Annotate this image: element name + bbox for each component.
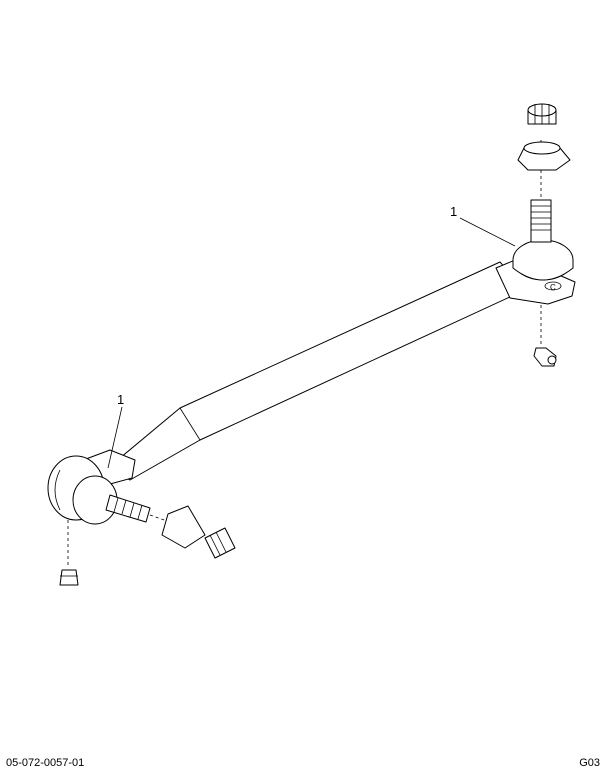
- callout-upper: 1: [450, 204, 516, 247]
- lower-grease-fitting: [59, 569, 79, 586]
- document-number: 05-072-0057-01: [6, 757, 85, 769]
- sheet-code: G03: [579, 757, 600, 769]
- lower-ball-stud: [105, 494, 151, 523]
- lower-tie-rod-end: [47, 449, 136, 525]
- callout-lower: 1: [107, 392, 124, 469]
- upper-castle-nut: [527, 103, 557, 125]
- upper-ball-stud: [530, 199, 552, 243]
- lower-castle-nut: [204, 527, 236, 559]
- callout-label: 1: [117, 392, 124, 407]
- tie-rod-tube: [107, 261, 526, 481]
- svg-text:C: C: [550, 283, 556, 292]
- upper-dust-seal: [517, 141, 571, 171]
- callout-label: 1: [450, 204, 457, 219]
- lower-dust-seal: [161, 505, 206, 549]
- upper-grease-fitting: [533, 347, 557, 367]
- upper-tie-rod-end: C: [495, 239, 576, 305]
